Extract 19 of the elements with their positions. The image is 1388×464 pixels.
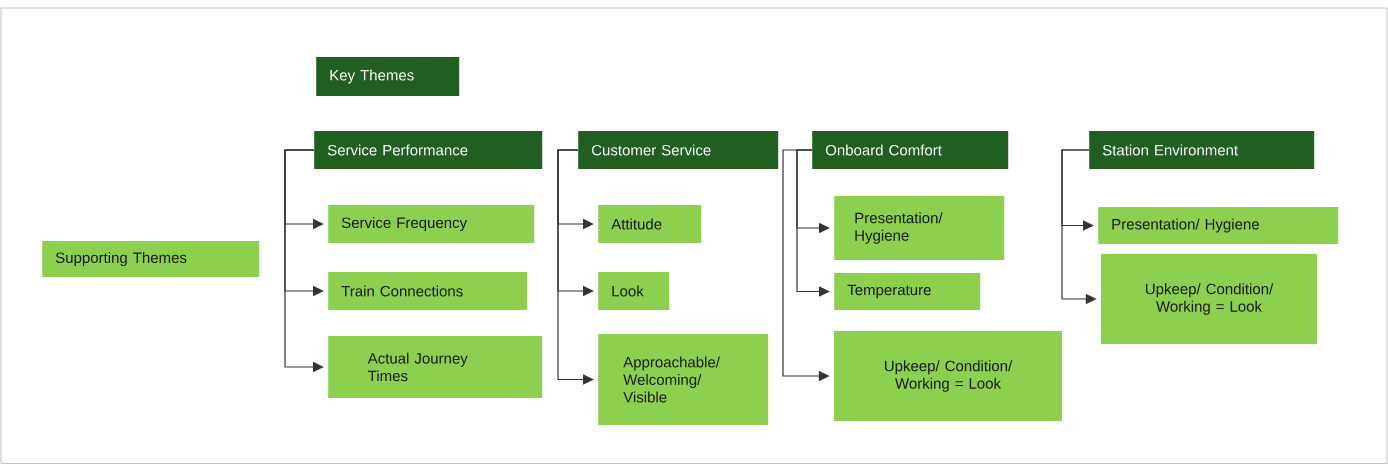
theme-box: Upkeep/ Condition/ Working = Look [834, 331, 1062, 421]
theme-box: Supporting Themes [42, 241, 260, 277]
theme-box: Approachable/ Welcoming/ Visible [598, 334, 769, 425]
theme-header-box: Onboard Comfort [812, 131, 1009, 169]
theme-box: Presentation/ Hygiene [1098, 207, 1339, 244]
arrow [557, 149, 594, 385]
theme-header-box: Customer Service [578, 131, 779, 169]
theme-box: Look [598, 272, 670, 310]
theme-box: Presentation/ Hygiene [834, 196, 1005, 260]
theme-box: Service Frequency [328, 205, 535, 243]
theme-header-box: Key Themes [316, 57, 460, 96]
theme-box: Train Connections [328, 272, 528, 310]
theme-box: Attitude [598, 205, 702, 243]
theme-box: Temperature [834, 273, 981, 310]
theme-box: Actual Journey Times [328, 336, 543, 398]
theme-header-box: Station Environment [1089, 131, 1315, 169]
arrow [796, 149, 830, 297]
theme-header-box: Service Performance [314, 131, 543, 169]
theme-box: Upkeep/ Condition/ Working = Look [1101, 254, 1317, 344]
